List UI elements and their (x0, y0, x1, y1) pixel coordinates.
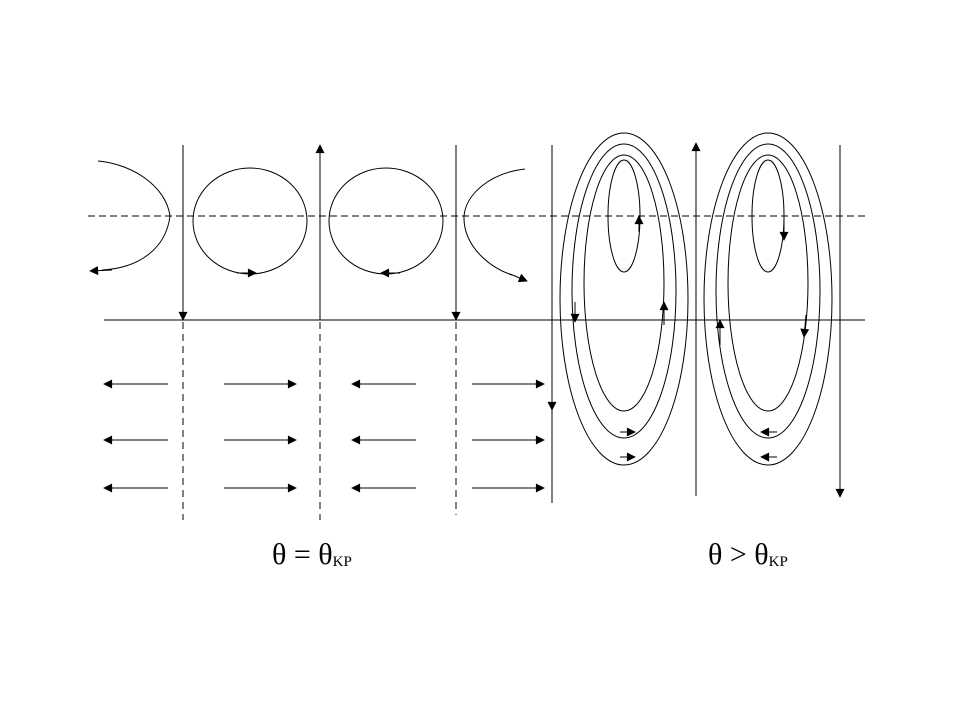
arc-arrow (509, 273, 528, 283)
theta-symbol: θ (754, 538, 769, 571)
tall-loop (727, 154, 809, 412)
tall-loop (571, 143, 677, 439)
partial-circle-arc (463, 168, 526, 276)
theta-symbol: θ (272, 538, 287, 571)
tall-loop (715, 143, 821, 439)
relation-sign: > (729, 538, 747, 571)
condition-label-equal: θ = θKP (272, 537, 352, 580)
tall-loop-outer (559, 132, 689, 466)
subscript: KP (332, 554, 352, 570)
tall-loop-inner (751, 159, 785, 273)
half-circle-arc (97, 160, 171, 271)
arc-arrow (89, 266, 113, 276)
subscript: KP (768, 554, 788, 570)
theta-symbol: θ (708, 538, 723, 571)
theta-symbol: θ (318, 538, 333, 571)
tall-loop-inner (607, 159, 641, 273)
vortex-circle (328, 167, 444, 275)
vortex-circle (192, 167, 308, 275)
condition-label-greater: θ > θKP (708, 537, 788, 580)
tall-loop (583, 154, 665, 412)
loop-arrow (800, 314, 810, 338)
relation-sign: = (293, 538, 311, 571)
tall-loop-outer (703, 132, 833, 466)
